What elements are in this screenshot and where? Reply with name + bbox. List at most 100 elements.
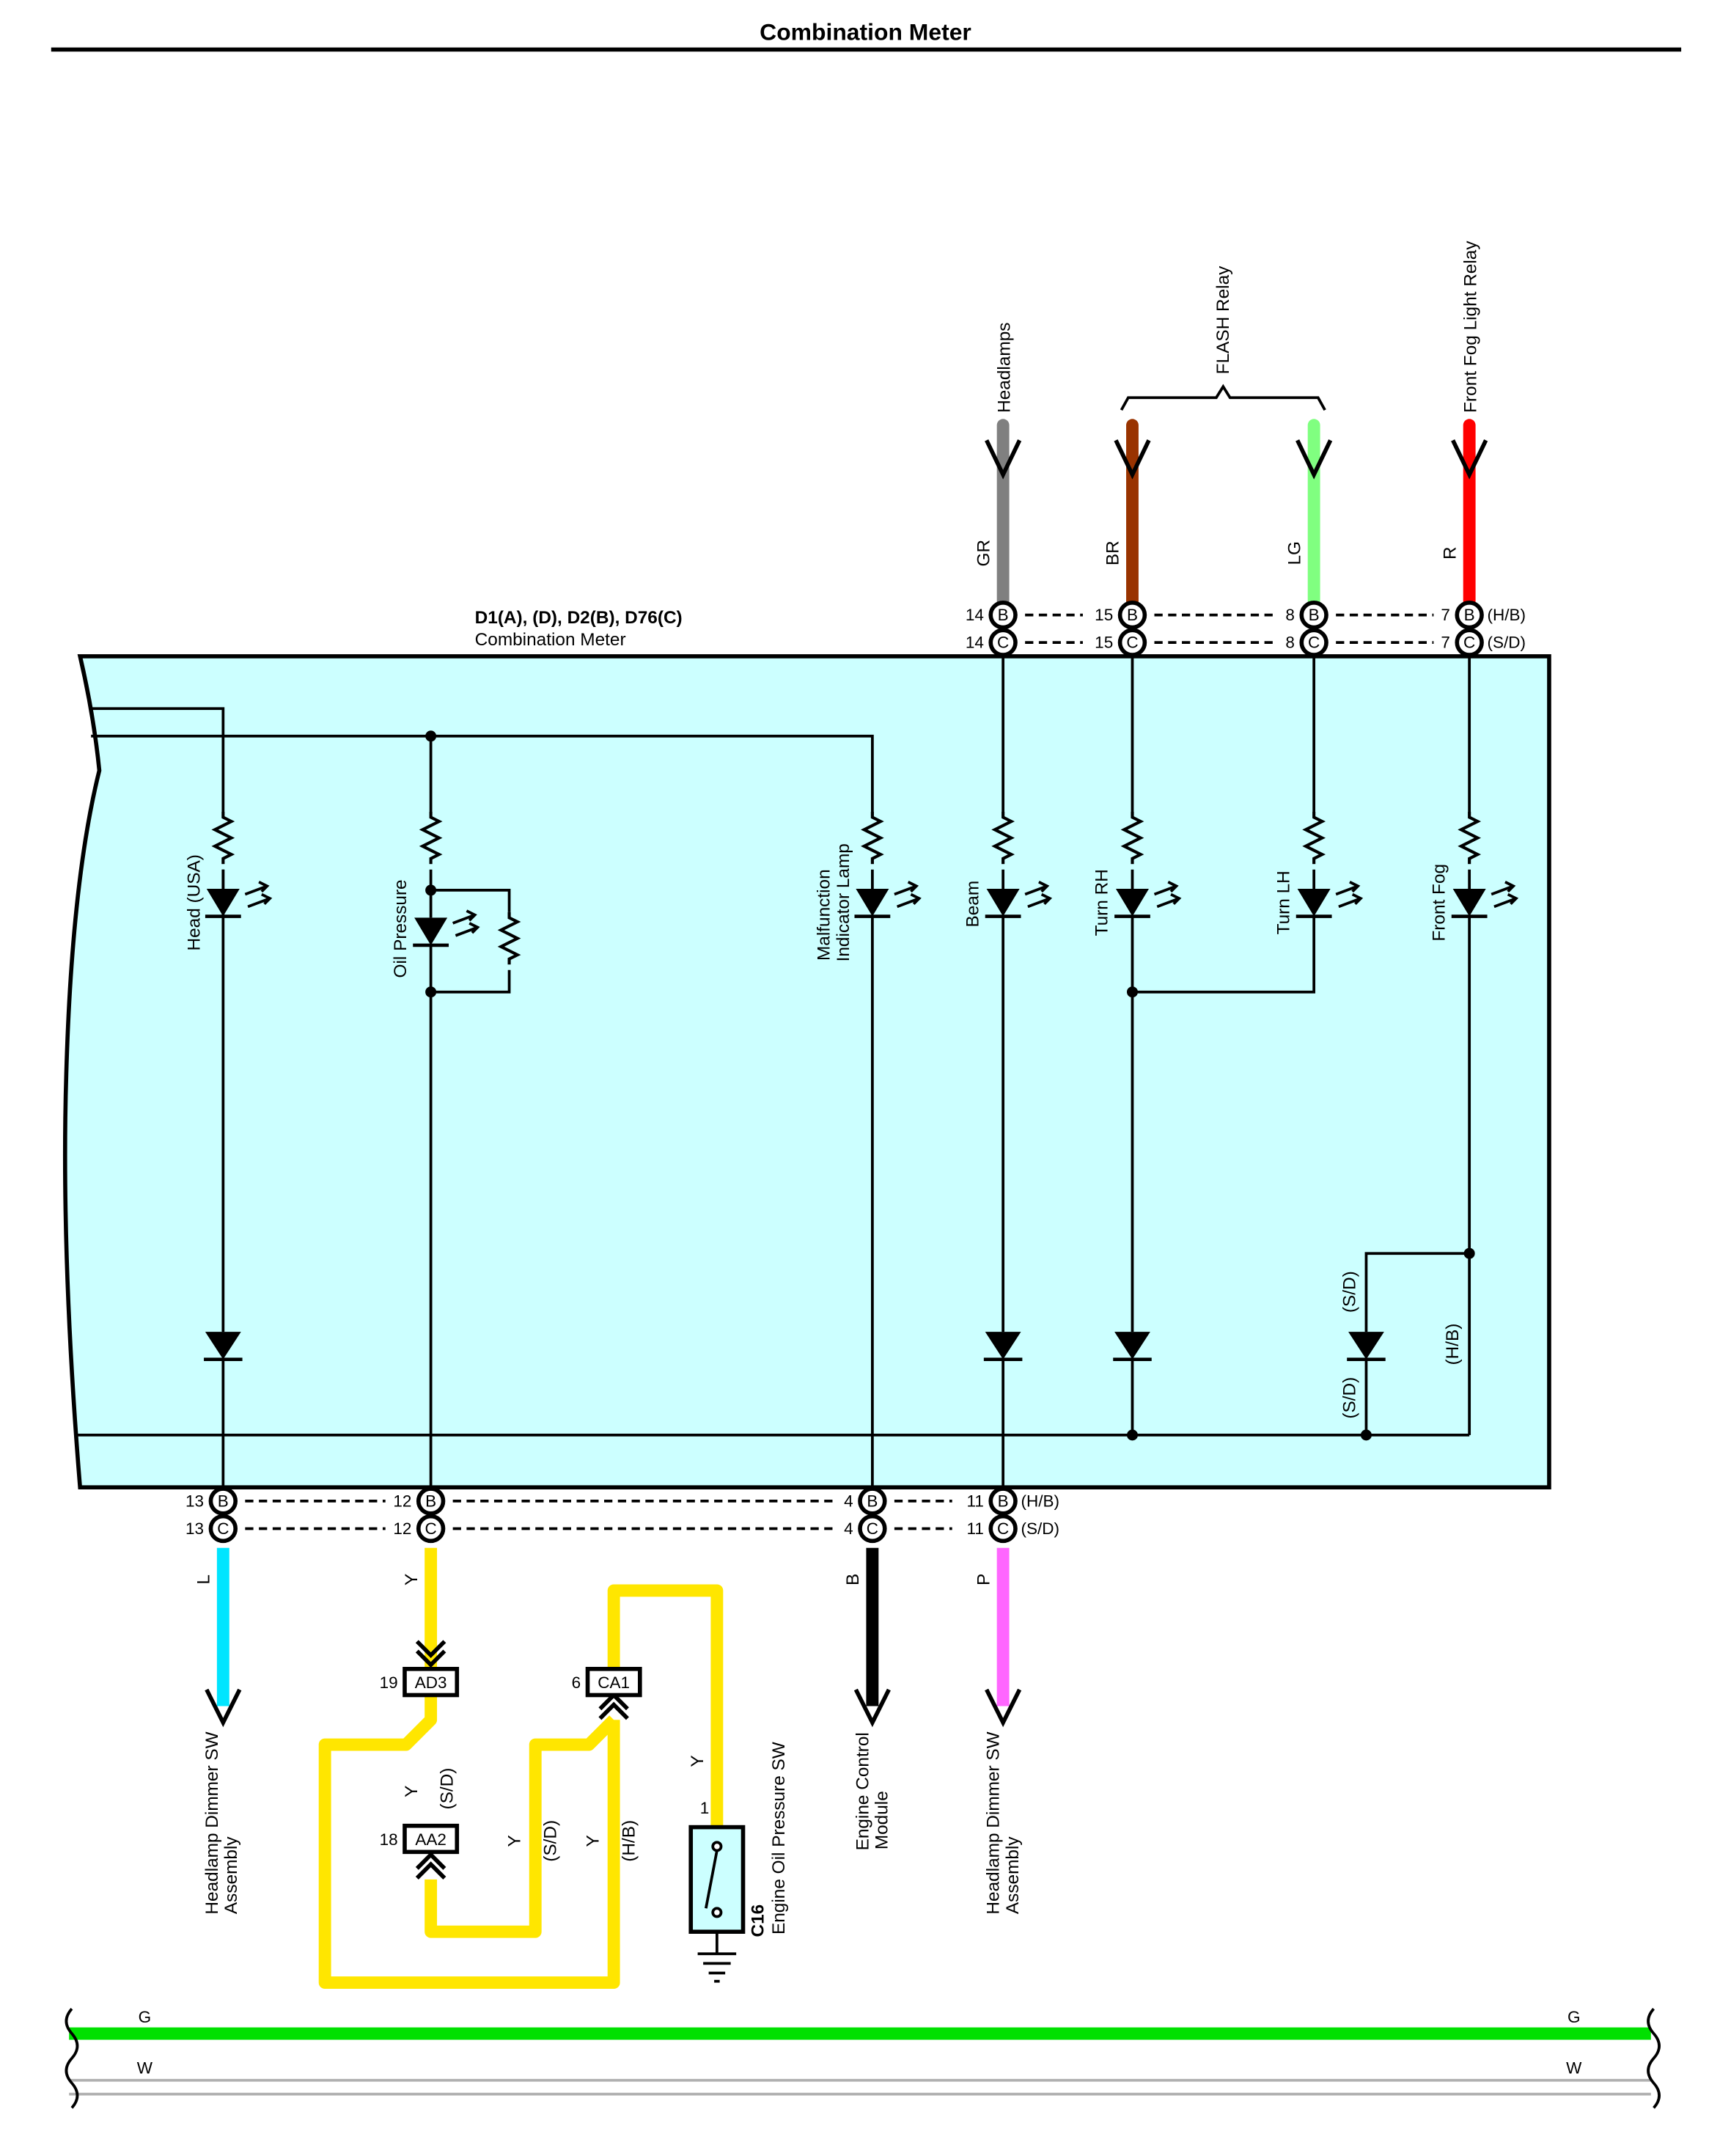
meter-name: Combination Meter [475,630,626,650]
pin-13-b: 13 [185,1492,204,1510]
dest-dimmer-sw-l1: Headlamp Dimmer SW [202,1731,222,1914]
term-letter: C [1308,634,1320,652]
diagram-title: Combination Meter [760,18,971,45]
variant-sd-top: (S/D) [1488,634,1526,652]
dest-ecm-l2: Module [872,1791,892,1849]
pin-15-b: 15 [1095,606,1113,624]
dest-ecm-l1: Engine Control [853,1732,872,1850]
pin-12-c: 12 [393,1519,411,1538]
yellow-wire-code: Y [584,1835,603,1847]
wire-code-gr: GR [974,540,993,567]
junction-dots [425,730,1475,1441]
pin-15-c: 15 [1095,634,1113,652]
wire-code-b: B [843,1574,863,1585]
bus-lines [65,2008,1661,2109]
oil-switch-name: Engine Oil Pressure SW [769,1742,789,1935]
connector-ad3: AD3 [415,1673,447,1692]
bottom-terminal-dashes [245,1500,952,1530]
term-letter: C [867,1519,878,1538]
pin-11-c: 11 [966,1519,983,1538]
connector-ca1-pin: 6 [572,1673,581,1692]
connector-chevrons [415,1640,629,1880]
yellow-variant-hb: (H/B) [619,1820,639,1862]
label-beam: Beam [963,881,982,928]
pin-8-c: 8 [1285,634,1295,652]
pin-11-b: 11 [966,1492,983,1510]
wire-code-p: P [974,1574,993,1585]
oil-pressure-switch [688,1825,746,1954]
term-letter: B [998,606,1009,624]
label-fog-hb: (H/B) [1443,1324,1463,1365]
top-wires [985,419,1488,608]
dest-fog-relay: Front Fog Light Relay [1461,241,1481,413]
pin-8-b: 8 [1285,606,1295,624]
wire-code-y: Y [402,1574,422,1585]
meter-connector-ids: D1(A), (D), D2(B), D76(C) [475,608,683,628]
flash-relay-label: FLASH Relay [1213,265,1233,374]
wire-code-br: BR [1103,540,1123,565]
connector-aa2-pin: 18 [380,1830,398,1849]
pin-12-b: 12 [393,1492,411,1510]
bus-top-left: G [139,2008,152,2026]
term-letter: C [425,1519,437,1538]
yellow-wire-code: Y [688,1755,708,1767]
yellow-wire-code: Y [402,1786,422,1797]
term-letter: B [1464,606,1475,624]
pin-7-c: 7 [1441,634,1450,652]
label-fog-sd-lower: (S/D) [1339,1377,1359,1419]
internal-wiring [76,656,1471,1488]
term-letter: C [997,634,1009,652]
connector-aa2: AA2 [415,1830,446,1849]
ground-icon [697,1952,737,1983]
label-turn-lh: Turn LH [1274,870,1293,934]
wire-code-lg: LG [1285,541,1304,565]
term-letter: B [867,1492,878,1510]
term-letter: B [1309,606,1320,624]
bus-bottom-right: W [1566,2058,1582,2077]
inline-connectors [403,1667,642,1855]
pin-4-c: 4 [844,1519,853,1538]
variant-hb-top: (H/B) [1488,606,1526,624]
pin-4-b: 4 [844,1492,853,1510]
flash-relay-bracket [1120,384,1326,411]
dest-dimmer-sw-l2: Assembly [221,1836,241,1914]
pin-7-b: 7 [1441,606,1450,624]
label-mil-line1: Malfunction [815,869,834,961]
bottom-wires [205,1547,1022,1728]
pin-13-c: 13 [185,1519,204,1538]
term-letter: B [1127,606,1138,624]
top-terminal-circles [988,600,1484,657]
oil-switch-pin: 1 [700,1799,710,1817]
top-terminal-dashes [1025,613,1434,645]
term-letter: C [997,1519,1009,1538]
pin-14-c: 14 [966,634,984,652]
term-letter: C [217,1519,229,1538]
yellow-wire-code: Y [505,1835,525,1847]
combination-meter-body [62,654,1551,1489]
label-turn-rh: Turn RH [1092,869,1112,936]
label-head-usa: Head (USA) [184,854,204,950]
wire-code-l: L [194,1574,214,1585]
term-letter: B [425,1492,436,1510]
bus-top-right: G [1568,2008,1581,2026]
dest-dimmer-sw2-l2: Assembly [1003,1836,1023,1914]
pin-14-b: 14 [966,606,984,624]
term-letter: B [998,1492,1009,1510]
dest-headlamps: Headlamps [995,323,1015,413]
label-mil-line2: Indicator Lamp [834,843,853,961]
label-oil-pressure: Oil Pressure [391,879,411,978]
term-letter: C [1126,634,1138,652]
label-fog-sd-upper: (S/D) [1339,1271,1359,1313]
bottom-terminal-circles [208,1486,1018,1544]
term-letter: B [218,1492,229,1510]
term-letter: C [1463,634,1475,652]
wire-code-r: R [1440,546,1460,560]
variant-hb-bottom: (H/B) [1021,1492,1059,1510]
variant-sd-bottom: (S/D) [1021,1519,1059,1538]
connector-ad3-pin: 19 [380,1673,398,1692]
dest-dimmer-sw2-l1: Headlamp Dimmer SW [983,1731,1003,1914]
bus-bottom-left: W [137,2058,153,2077]
oil-switch-id: C16 [749,1904,768,1937]
yellow-variant-sd: (S/D) [540,1820,560,1862]
